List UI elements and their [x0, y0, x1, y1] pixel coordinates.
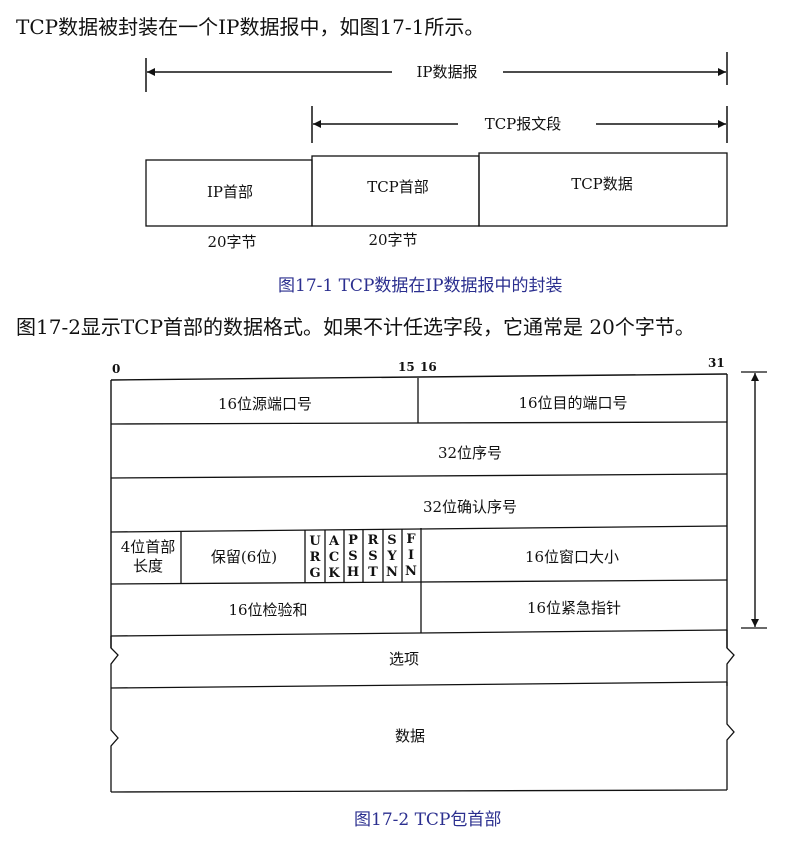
- tcp-segment-label: TCP报文段: [485, 115, 562, 133]
- window-size-field: 16位窗口大小: [525, 548, 619, 566]
- header-top-border: [110, 373, 728, 381]
- bit-label-16: 16: [420, 360, 437, 374]
- options-field: 选项: [389, 650, 419, 668]
- ack-number-field: 32位确认序号: [423, 498, 517, 516]
- flag-ack-1: A: [328, 534, 340, 549]
- encapsulation-boxes: IP首部 TCP首部 TCP数据 20字节 20字节: [145, 152, 728, 251]
- flag-syn-1: S: [387, 533, 396, 548]
- data-bottom-border: [110, 789, 728, 793]
- flag-fin-1: F: [406, 532, 416, 547]
- flag-syn-2: Y: [386, 549, 397, 564]
- reserved-field: 保留(6位): [211, 548, 277, 566]
- flag-urg-3: G: [309, 566, 320, 581]
- figure-17-2-caption: 图17-2 TCP包首部: [354, 810, 502, 830]
- tcp-header-size: 20字节: [368, 231, 417, 249]
- flag-urg-2: R: [310, 550, 321, 565]
- bit-label-0: 0: [112, 362, 120, 376]
- tcp-data-label: TCP数据: [571, 175, 633, 193]
- sequence-number-field: 32位序号: [438, 444, 502, 462]
- flag-psh-2: S: [348, 549, 357, 564]
- bit-label-31: 31: [708, 356, 725, 370]
- row-separator-1: [110, 421, 728, 425]
- flag-rst-2: S: [368, 549, 377, 564]
- checksum-field: 16位检验和: [228, 601, 307, 619]
- bit-label-15: 15: [398, 360, 415, 374]
- ip-header-label: IP首部: [207, 183, 253, 201]
- flag-rst-3: T: [368, 565, 378, 580]
- flag-ack-2: C: [329, 550, 339, 565]
- flag-fin-2: I: [408, 548, 414, 563]
- ip-datagram-span: IP数据报: [145, 52, 728, 92]
- figure-17-1-caption: 图17-1 TCP数据在IP数据报中的封装: [278, 276, 563, 296]
- ip-datagram-label: IP数据报: [416, 63, 477, 81]
- header-length-line1: 4位首部: [121, 538, 176, 556]
- row-separator-2: [110, 473, 728, 479]
- flag-fin-3: N: [405, 564, 417, 579]
- data-left-break: [110, 688, 119, 792]
- options-left-break: [110, 636, 119, 688]
- figure-17-2-diagram: 0 15 16 31 16位源端口号 16位目的: [110, 356, 767, 793]
- row-separator-5: [110, 629, 728, 637]
- tcp-header-label: TCP首部: [367, 178, 429, 196]
- intro-paragraph: TCP数据被封装在一个IP数据报中，如图17-1所示。: [16, 15, 485, 39]
- flag-ack-3: K: [328, 566, 340, 581]
- body-paragraph: 图17-2显示TCP首部的数据格式。如果不计任选字段，它通常是 20个字节。: [16, 315, 695, 339]
- header-length-line2: 长度: [133, 557, 163, 575]
- options-right-break: [726, 630, 735, 686]
- row-separator-6: [110, 681, 728, 689]
- data-field: 数据: [395, 727, 425, 745]
- row-separator-3: [110, 525, 728, 533]
- flag-psh-3: H: [347, 565, 359, 580]
- tcp-data-box: [478, 152, 728, 227]
- tcp-segment-span: TCP报文段: [311, 106, 728, 143]
- flag-syn-3: N: [386, 565, 398, 580]
- destination-port-field: 16位目的端口号: [518, 394, 627, 412]
- flag-urg-1: U: [309, 534, 321, 549]
- data-right-break: [726, 682, 735, 790]
- row-separator-4: [110, 579, 728, 585]
- flag-rst-1: R: [368, 533, 379, 548]
- flag-psh-1: P: [348, 533, 358, 548]
- ip-header-size: 20字节: [207, 233, 256, 251]
- urgent-pointer-field: 16位紧急指针: [527, 599, 621, 617]
- source-port-field: 16位源端口号: [218, 395, 312, 413]
